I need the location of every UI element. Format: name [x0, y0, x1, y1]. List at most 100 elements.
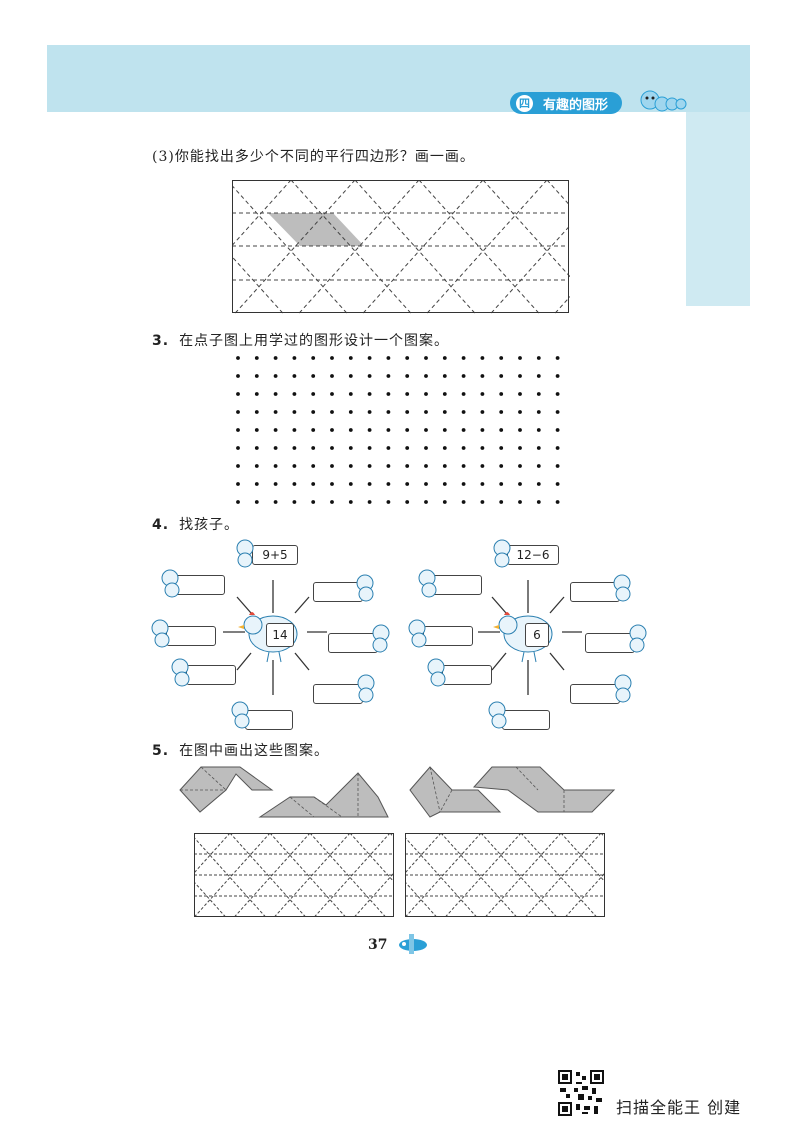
example-shapes — [179, 766, 616, 818]
header-band — [47, 45, 750, 112]
grid-dot — [424, 464, 428, 468]
grid-dot — [555, 428, 560, 432]
grid-dot — [518, 410, 522, 414]
grid-dot — [518, 356, 522, 360]
grid-dot — [461, 446, 466, 450]
grid-dot — [518, 500, 522, 504]
answer-box-left-5[interactable] — [186, 665, 236, 685]
grid-dot — [273, 374, 278, 378]
grid-dot — [330, 482, 334, 486]
grid-dot — [273, 356, 278, 360]
answer-box-left-7[interactable] — [245, 710, 293, 730]
grid-dot — [386, 482, 391, 486]
answer-box-left-3[interactable] — [166, 626, 216, 646]
shaded-parallelogram — [268, 213, 364, 246]
grid-dot — [367, 464, 372, 468]
question-2-3: (3)你能找出多少个不同的平行四边形？画一画。 — [152, 149, 475, 165]
grid-dot — [555, 392, 560, 396]
grid-dot — [499, 374, 504, 378]
grid-dot — [442, 356, 447, 360]
grid-dot — [480, 356, 485, 360]
grid-dot — [254, 446, 259, 450]
grid-dot — [348, 410, 353, 414]
grid-dot — [236, 446, 240, 450]
answer-box-right-2[interactable] — [570, 582, 620, 602]
grid-dot — [424, 482, 428, 486]
grid-dot — [480, 410, 485, 414]
grid-dot — [254, 500, 259, 504]
grid-dot — [386, 392, 391, 396]
example-shape-4 — [472, 766, 616, 813]
grid-dot — [536, 428, 541, 432]
caterpillar-icon — [640, 90, 687, 112]
grid-dot — [424, 500, 428, 504]
grid-dot — [311, 374, 316, 378]
grid-dot — [254, 374, 259, 378]
grid-dot — [386, 446, 391, 450]
answer-box-right-5[interactable] — [442, 665, 492, 685]
grid-dot — [292, 464, 297, 468]
grid-dot — [536, 482, 541, 486]
grid-dot — [292, 356, 297, 360]
grid-dot — [518, 392, 522, 396]
grid-dot — [461, 374, 466, 378]
grid-dot — [273, 482, 278, 486]
grid-dot — [254, 410, 259, 414]
grid-dot — [311, 428, 316, 432]
grid-dot — [442, 500, 447, 504]
triangle-grid-3 — [405, 833, 605, 917]
grid-dot — [424, 374, 428, 378]
triangle-grid-1 — [232, 180, 570, 314]
grid-dot — [405, 374, 410, 378]
answer-box-left-2[interactable] — [313, 582, 363, 602]
grid-dot — [405, 446, 410, 450]
answer-box-right-4[interactable] — [585, 633, 635, 653]
answer-box-left-4[interactable] — [328, 633, 378, 653]
grid-dot — [442, 374, 447, 378]
grid-dot — [518, 374, 522, 378]
grid-dot — [292, 500, 297, 504]
answer-box-right-3[interactable] — [423, 626, 473, 646]
grid-dot — [367, 374, 372, 378]
hen-right-top-expression: 12−6 — [507, 545, 559, 565]
grid-dot — [555, 356, 560, 360]
grid-dot — [499, 446, 504, 450]
grid-dot — [386, 464, 391, 468]
side-band — [686, 112, 750, 306]
grid-dot — [499, 356, 504, 360]
question-3: 3.在点子图上用学过的图形设计一个图案。 — [152, 330, 449, 350]
grid-dot — [254, 428, 259, 432]
grid-dot — [405, 428, 410, 432]
scanner-watermark: 扫描全能王 创建 — [616, 1098, 742, 1117]
triangle-grid-2 — [194, 833, 394, 917]
chapter-number: 四 — [516, 94, 533, 112]
grid-dot — [405, 392, 410, 396]
answer-box-left-1[interactable] — [175, 575, 225, 595]
airplane-icon — [399, 934, 427, 954]
question-4-text: 找孩子。 — [179, 517, 240, 533]
answer-box-right-1[interactable] — [432, 575, 482, 595]
grid-dot — [367, 392, 372, 396]
grid-dot — [555, 464, 560, 468]
grid-dot — [348, 428, 353, 432]
grid-dot — [442, 464, 447, 468]
grid-dot — [386, 410, 391, 414]
grid-dot — [330, 428, 334, 432]
grid-dot — [236, 482, 240, 486]
answer-box-right-6[interactable] — [570, 684, 620, 704]
grid-dot — [536, 410, 541, 414]
grid-dot — [480, 446, 485, 450]
grid-dot — [330, 356, 334, 360]
grid-dot — [424, 410, 428, 414]
grid-dot — [480, 482, 485, 486]
grid-dot — [236, 500, 240, 504]
grid-dot — [330, 446, 334, 450]
qr-code[interactable] — [558, 1070, 604, 1116]
hen-left-center-value: 14 — [266, 623, 294, 647]
answer-box-right-7[interactable] — [502, 710, 550, 730]
grid-dot — [405, 356, 410, 360]
answer-box-left-6[interactable] — [313, 684, 363, 704]
grid-dot — [555, 410, 560, 414]
grid-dot — [236, 374, 240, 378]
grid-dot — [518, 428, 522, 432]
